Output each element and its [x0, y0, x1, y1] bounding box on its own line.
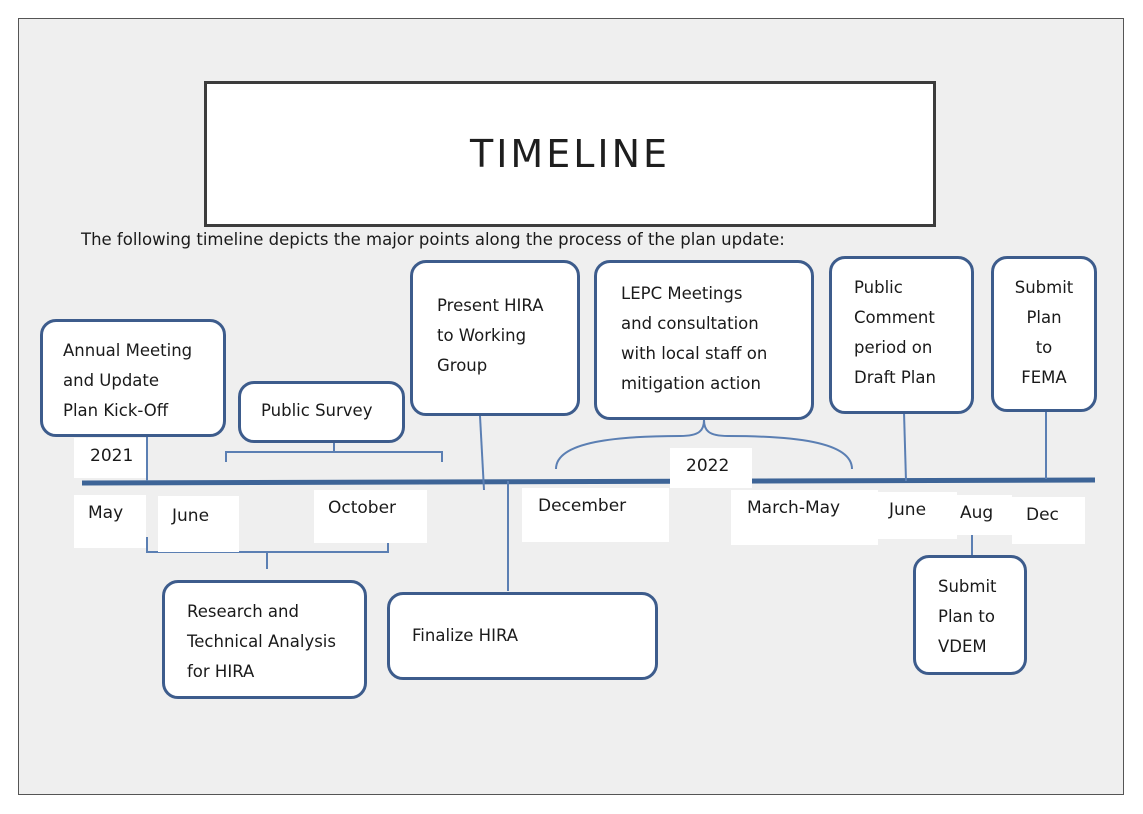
month-label-december: December [522, 488, 669, 542]
milestone-text: Public Survey [261, 401, 373, 420]
public-comment-connector [903, 411, 907, 482]
month-text: October [328, 498, 397, 518]
month-text: Dec [1026, 505, 1059, 525]
milestone-research: Research and Technical Analysis for HIRA [162, 580, 367, 699]
month-label-october: October [314, 490, 427, 543]
milestone-text: Submit Plan to FEMA [1014, 278, 1074, 387]
month-text: June [172, 506, 210, 526]
milestone-text: Annual Meeting and Update Plan Kick-Off [63, 341, 193, 420]
page-title: TIMELINE [469, 132, 671, 176]
milestone-finalize-hira: Finalize HIRA [387, 592, 658, 680]
year-2022-text: 2022 [686, 456, 730, 476]
milestone-text: Submit Plan to VDEM [938, 577, 997, 656]
milestone-text: Present HIRA to Working Group [437, 296, 544, 375]
month-label-aug: Aug [950, 495, 1012, 535]
milestone-text: Research and Technical Analysis for HIRA [187, 602, 336, 681]
milestone-public-survey: Public Survey [238, 381, 405, 443]
milestone-public-comment: Public Comment period on Draft Plan [829, 256, 974, 414]
month-text: June [889, 500, 927, 520]
title-box: TIMELINE [204, 81, 936, 227]
month-label-may: May [74, 495, 146, 548]
milestone-submit-fema: Submit Plan to FEMA [991, 256, 1097, 412]
year-label-2021: 2021 [74, 438, 146, 478]
milestone-text: LEPC Meetings and consultation with loca… [621, 284, 768, 393]
milestone-present-hira: Present HIRA to Working Group [410, 260, 580, 416]
present-hira-connector [479, 415, 485, 491]
year-label-2022: 2022 [670, 448, 752, 488]
timeline-axis [81, 477, 1096, 486]
milestone-text: Public Comment period on Draft Plan [854, 278, 936, 387]
milestone-lepc: LEPC Meetings and consultation with loca… [594, 260, 814, 420]
milestone-submit-vdem: Submit Plan to VDEM [913, 555, 1027, 675]
milestone-text: Finalize HIRA [412, 626, 519, 645]
month-text: December [538, 496, 627, 516]
intro-text: The following timeline depicts the major… [81, 230, 785, 249]
lepc-brace [555, 419, 853, 470]
month-label-june: June [158, 496, 239, 552]
public-survey-bracket [225, 443, 443, 462]
month-text: May [88, 503, 124, 523]
month-text: March-May [747, 498, 841, 518]
year-2021-text: 2021 [90, 446, 134, 466]
month-label-march-may: March-May [731, 490, 878, 545]
month-label-june-2022: June [877, 492, 957, 539]
research-bracket [146, 537, 389, 569]
month-label-dec: Dec [1012, 497, 1085, 544]
milestone-kickoff: Annual Meeting and Update Plan Kick-Off [40, 319, 226, 437]
month-text: Aug [960, 503, 994, 523]
